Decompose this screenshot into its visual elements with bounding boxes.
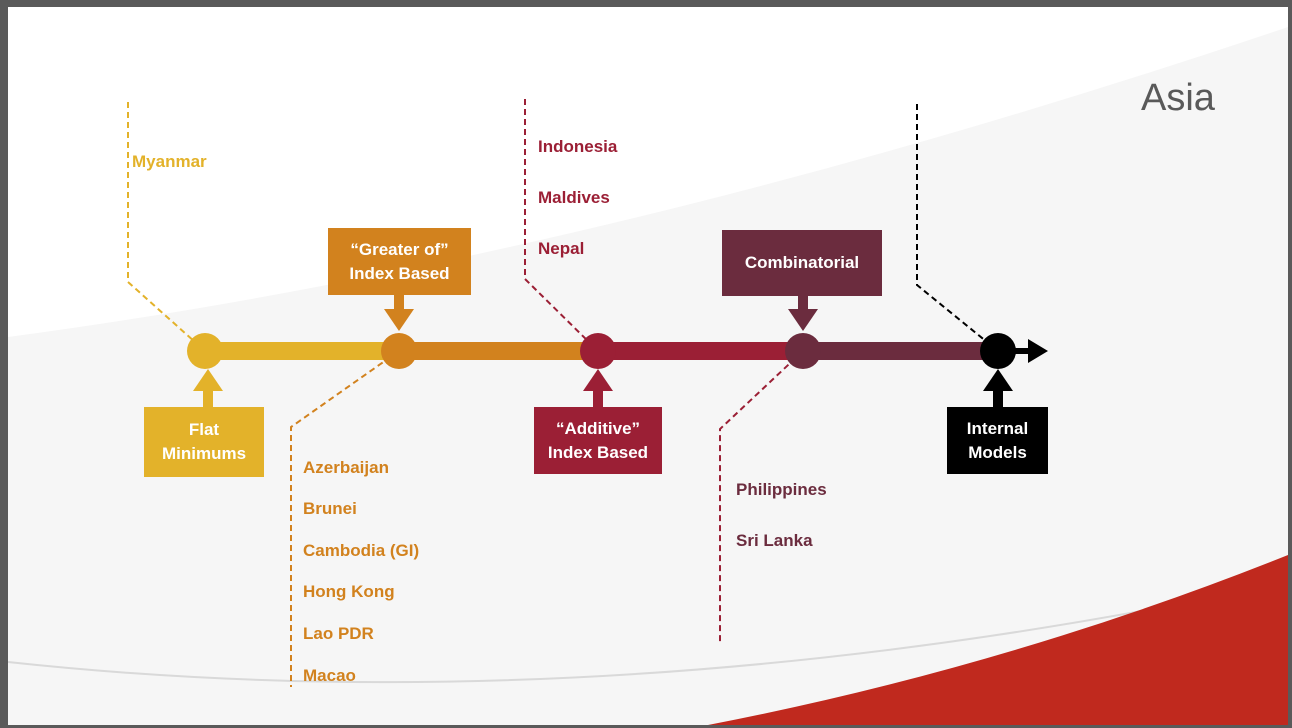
node-greater-of [381, 333, 417, 369]
stage-box-flat-minimums: Flat Minimums [144, 407, 264, 477]
stage-label-line1: “Additive” [555, 418, 641, 438]
country-label: Maldives [538, 188, 610, 207]
red-corner-swoosh [708, 555, 1288, 725]
stage-label-line2: Index Based [547, 442, 649, 462]
background-sweep [8, 27, 1288, 725]
stage-box-combinatorial: Combinatorial [722, 230, 882, 296]
stage-label-line2: Index Based [349, 263, 450, 283]
connector-additive [524, 99, 599, 352]
node-flat [187, 333, 223, 369]
connector-flat [127, 102, 206, 352]
diagram-graphics [8, 27, 1288, 725]
stage-label-line1: “Greater of” [350, 239, 449, 259]
country-label: Cambodia (GI) [303, 541, 420, 560]
pointer-greater-of-head [384, 309, 414, 331]
country-label: Nepal [538, 239, 585, 258]
pointer-internal-head [983, 369, 1013, 391]
stage-box-greater-of: “Greater of” Index Based [328, 228, 471, 295]
country-label: Sri Lanka [736, 531, 813, 550]
node-additive [580, 333, 616, 369]
country-label: Indonesia [538, 137, 618, 156]
country-label: Hong Kong [303, 582, 395, 601]
country-label: Myanmar [132, 152, 207, 171]
country-label: Macao [303, 666, 356, 685]
timeline-arrowhead [1028, 339, 1048, 363]
pointer-additive-head [583, 369, 613, 391]
country-label: Brunei [303, 499, 357, 518]
stage-label-line1: Flat [188, 420, 220, 439]
node-combinatorial [785, 333, 821, 369]
connector-greater-of [290, 350, 400, 687]
pointer-flat-head [193, 369, 223, 391]
stage-label-line2: Models [968, 442, 1027, 462]
stage-box-internal-models: Internal Models [947, 407, 1048, 474]
slide: Asia Flat Minimums “Greater of” Index Ba… [8, 7, 1288, 725]
country-label: Philippines [736, 480, 827, 499]
stage-label-line2: Minimums [161, 444, 247, 463]
connector-combinatorial [719, 350, 804, 642]
connector-internal [916, 104, 999, 352]
pointer-combinatorial-head [788, 309, 818, 331]
country-label: Lao PDR [303, 624, 374, 643]
stage-label-line1: Combinatorial [744, 253, 860, 272]
slide-title: Asia [1141, 77, 1215, 119]
stage-label-line1: Internal [966, 418, 1029, 438]
bottom-swoosh-line [8, 581, 1288, 684]
country-label: Azerbaijan [303, 458, 389, 477]
stage-box-additive: “Additive” Index Based [534, 407, 662, 474]
node-internal [980, 333, 1016, 369]
